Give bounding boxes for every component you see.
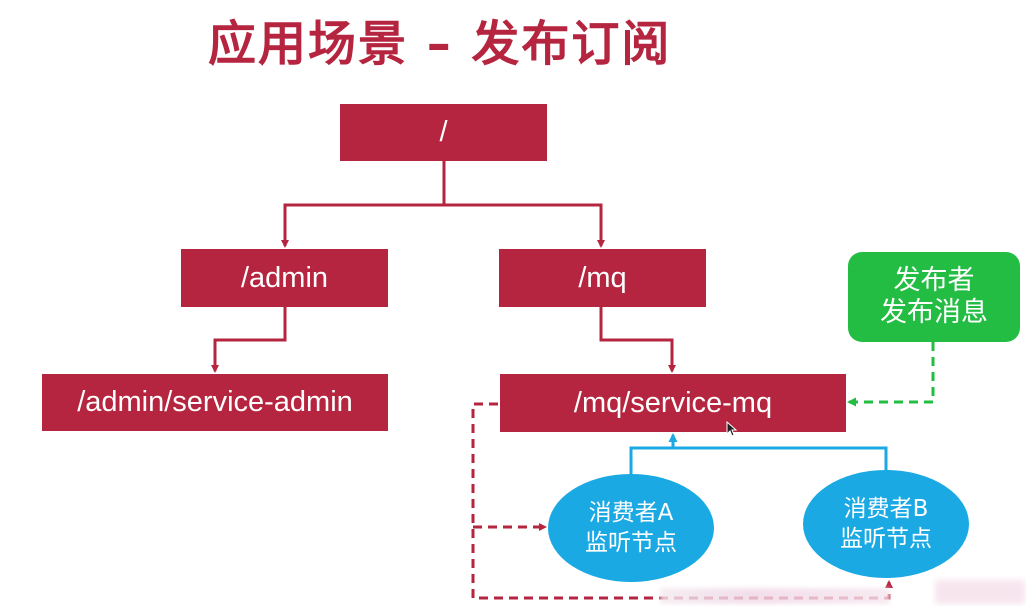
edge-root-mq [444, 203, 605, 248]
consumer-b-line1: 消费者B [843, 496, 929, 522]
edge-admin-service [211, 307, 287, 373]
consumer-b: 消费者B 监听节点 [803, 470, 969, 578]
tree-edges [211, 161, 676, 373]
blurred-watermark [660, 588, 890, 604]
page-title: 应用场景 – 发布订阅 [208, 16, 672, 72]
consumer-a-line1: 消费者A [588, 500, 674, 526]
node-service-admin: /admin/service-admin [42, 374, 388, 431]
edge-mq-service [599, 307, 676, 373]
watch-edges [629, 433, 888, 474]
consumer-a: 消费者A 监听节点 [548, 474, 714, 582]
blurred-watermark-corner [935, 580, 1025, 604]
publish-edge [847, 342, 935, 407]
node-mq: /mq [499, 249, 706, 307]
notify-edges [471, 402, 893, 600]
edge-root-admin [281, 203, 444, 248]
edge-consumer-a-watch [629, 446, 888, 474]
consumer-a-line2: 监听节点 [585, 530, 677, 556]
node-service-mq: /mq/service-mq [500, 374, 846, 432]
publisher-line1: 发布者 [893, 265, 975, 296]
publisher-box: 发布者 发布消息 [848, 252, 1020, 342]
node-root: / [340, 104, 547, 161]
mouse-cursor-icon [726, 421, 738, 437]
edge-notify-left [471, 402, 893, 600]
node-admin: /admin [181, 249, 388, 307]
publisher-line2: 发布消息 [880, 297, 988, 328]
consumer-b-line2: 监听节点 [840, 526, 932, 552]
